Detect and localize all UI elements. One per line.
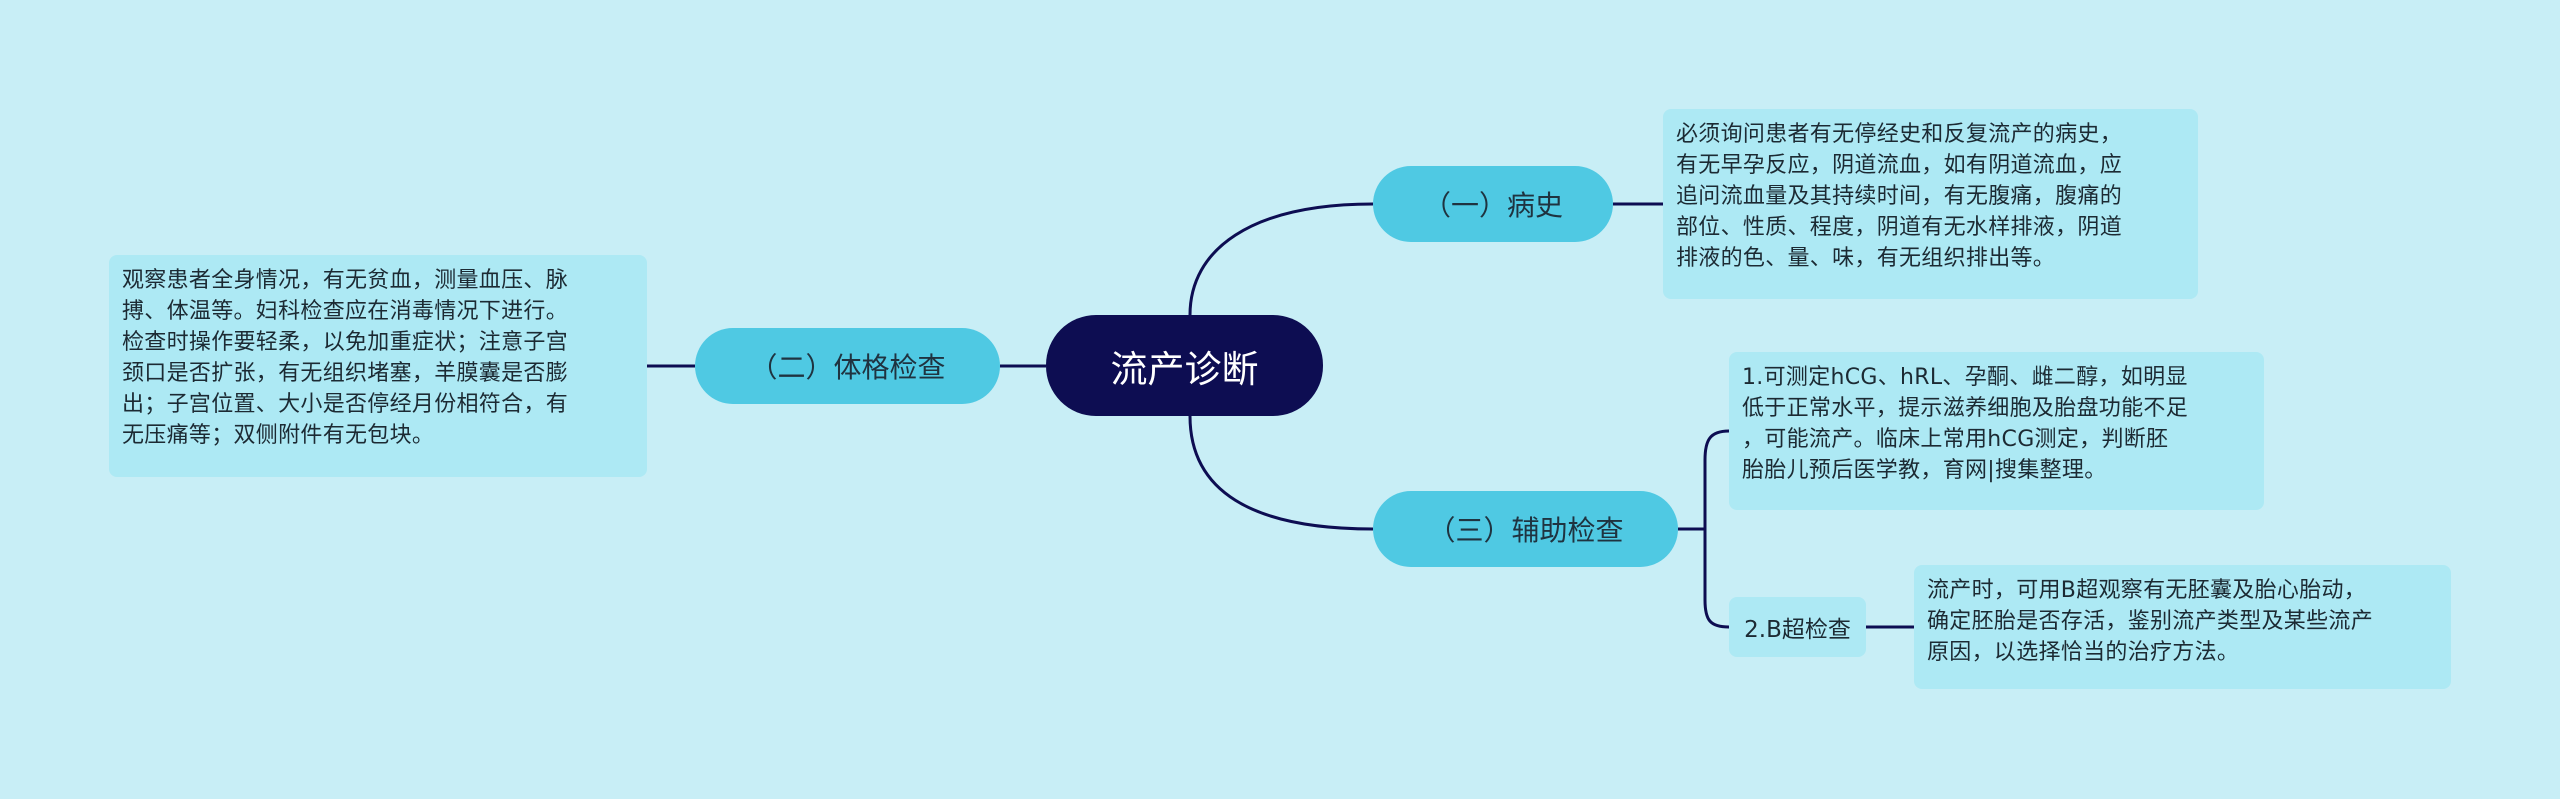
connector-fork-item1 [1703,429,1730,529]
connector-fork-item2 [1703,529,1730,629]
history-detail[interactable]: 必须询问患者有无停经史和反复流产的病史， 有无早孕反应，阴道流血，如有阴道流血，… [1663,109,2198,299]
connector-root-history [1188,202,1374,316]
branch-physical-exam[interactable]: （二）体格检查 [695,328,1000,404]
branch-history[interactable]: （一）病史 [1373,166,1613,242]
connector-root-auxiliary [1188,415,1374,531]
branch-auxiliary-exam[interactable]: （三）辅助检查 [1373,491,1678,567]
auxiliary-item-ultrasound[interactable]: 2.B超检查 [1729,597,1866,657]
physical-exam-detail[interactable]: 观察患者全身情况，有无贫血，测量血压、脉 搏、体温等。妇科检查应在消毒情况下进行… [109,255,647,477]
root-topic[interactable]: 流产诊断 [1046,315,1323,416]
ultrasound-detail[interactable]: 流产时，可用B超观察有无胚囊及胎心胎动， 确定胚胎是否存活，鉴别流产类型及某些流… [1914,565,2451,689]
auxiliary-item-lab-tests[interactable]: 1.可测定hCG、hRL、孕酮、雌二醇，如明显 低于正常水平，提示滋养细胞及胎盘… [1729,352,2264,510]
